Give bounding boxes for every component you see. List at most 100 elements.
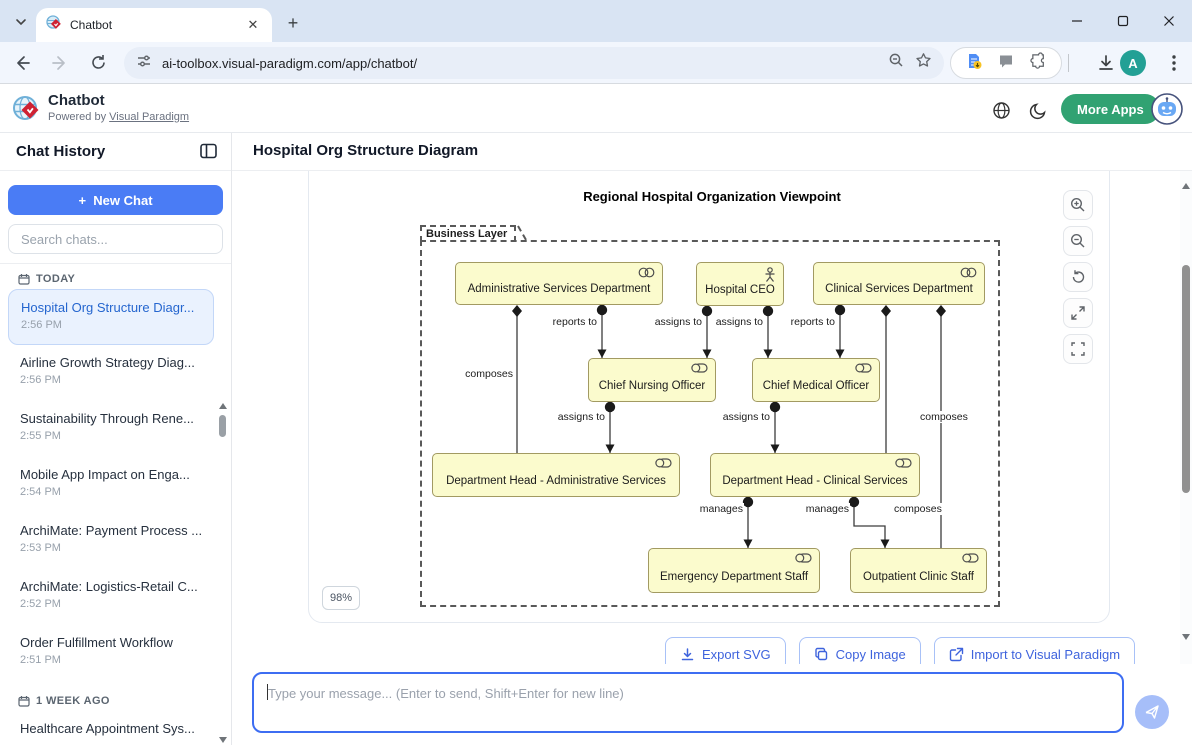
zoom-indicator-icon[interactable] [888,52,905,74]
chat-item-title: Order Fulfillment Workflow [20,635,173,650]
paper-plane-icon [1145,705,1159,719]
reset-view-button[interactable] [1063,262,1093,292]
app-header: Chatbot Powered by Visual Paradigm More … [0,85,1192,133]
conversation-content: Regional Hospital Organization Viewpoint… [232,171,1192,664]
page-scrollbar-thumb[interactable] [1182,265,1190,493]
edge-label-manages: manages [698,503,744,515]
browser-tab[interactable]: Chatbot ✕ [36,8,272,42]
chat-history-item[interactable]: Mobile App Impact on Enga...2:54 PM [8,457,214,513]
diagram-node-admin[interactable]: Administrative Services Department [455,262,663,305]
diagram-node-ceo[interactable]: Hospital CEO [696,262,784,306]
message-input[interactable] [252,672,1124,733]
role-icon [962,553,979,566]
diagram-zoom-controls [1063,190,1093,370]
profile-avatar[interactable]: A [1120,50,1146,76]
reload-button[interactable] [82,47,114,79]
sidebar-scrollbar[interactable] [218,401,228,745]
bookmark-star-icon[interactable] [915,52,932,74]
doc-extension-icon[interactable] [965,52,983,75]
import-to-visual-paradigm-button[interactable]: Import to Visual Paradigm [933,637,1136,664]
diagram-node-dh-clinical[interactable]: Department Head - Clinical Services [710,453,920,497]
business-layer-group [420,240,1000,607]
chat-history-item[interactable]: Healthcare Appointment Sys... [8,711,214,745]
more-apps-button[interactable]: More Apps [1061,94,1160,124]
powered-by: Powered by Visual Paradigm [48,111,190,123]
edge-label-composes: composes [893,503,943,515]
tab-close-icon[interactable]: ✕ [247,17,259,32]
browser-tab-bar: Chatbot ✕ + [0,0,1192,42]
page-scrollbar[interactable] [1180,171,1192,664]
edge-label-assigns-to: assigns to [721,411,771,423]
zoom-out-button[interactable] [1063,226,1093,256]
fullscreen-button[interactable] [1063,334,1093,364]
collapse-sidebar-icon[interactable] [200,143,217,164]
chat-history-item[interactable]: Hospital Org Structure Diagr...2:56 PM [8,289,214,345]
site-settings-icon[interactable] [136,53,152,74]
chat-history-item[interactable]: ArchiMate: Payment Process ...2:53 PM [8,513,214,569]
zoom-in-button[interactable] [1063,190,1093,220]
send-button[interactable] [1135,695,1169,729]
chat-history-item[interactable]: ArchiMate: Logistics-Retail C...2:52 PM [8,569,214,625]
copy-image-button[interactable]: Copy Image [798,637,921,664]
chat-item-time: 2:55 PM [20,430,61,442]
chat-section-header: TODAY [0,267,218,289]
diagram-node-outpatient[interactable]: Outpatient Clinic Staff [850,548,987,593]
tab-search-chevron-icon[interactable] [8,9,34,35]
chat-item-time: 2:56 PM [20,374,61,386]
downloads-icon[interactable] [1090,47,1122,79]
node-label: Emergency Department Staff [659,571,809,583]
diagram-node-dh-admin[interactable]: Department Head - Administrative Service… [432,453,680,497]
scroll-down-arrow[interactable] [1182,634,1190,640]
window-close-button[interactable] [1146,0,1192,42]
diagram-node-emergency[interactable]: Emergency Department Staff [648,548,820,593]
dark-mode-moon-icon[interactable] [1026,98,1050,122]
diagram-node-cno[interactable]: Chief Nursing Officer [588,358,716,402]
chat-section-header: 1 WEEK AGO [0,689,218,711]
diagram-node-clinical[interactable]: Clinical Services Department [813,262,985,305]
language-globe-icon[interactable] [989,98,1013,122]
role-icon [895,458,912,471]
diagram-title: Regional Hospital Organization Viewpoint [583,189,841,204]
chatbot-assistant-icon[interactable] [1149,91,1185,132]
fit-to-screen-button[interactable] [1063,298,1093,328]
export-svg-button[interactable]: Export SVG [665,637,786,664]
edge-label-composes: composes [464,368,514,380]
url-text[interactable]: ai-toolbox.visual-paradigm.com/app/chatb… [162,55,418,71]
scroll-up-arrow[interactable] [219,403,227,409]
collaboration-icon [960,267,977,281]
chat-history-item[interactable]: Airline Growth Strategy Diag...2:56 PM [8,345,214,401]
back-button[interactable] [6,47,38,79]
visual-paradigm-link[interactable]: Visual Paradigm [109,111,190,123]
scroll-up-arrow[interactable] [1182,183,1190,189]
role-icon [655,458,672,471]
toolbar-separator [1068,54,1069,72]
new-chat-button[interactable]: + New Chat [8,185,223,215]
edge-label-assigns-to: assigns to [556,411,606,423]
node-label: Outpatient Clinic Staff [862,571,974,583]
search-chats-input[interactable] [8,224,223,254]
edge-label-manages: manages [804,503,850,515]
window-minimize-button[interactable] [1054,0,1100,42]
chat-item-time: 2:54 PM [20,486,61,498]
collaboration-icon [638,267,655,281]
text-caret [267,684,268,700]
chat-extension-icon[interactable] [998,53,1014,74]
url-bar[interactable]: ai-toolbox.visual-paradigm.com/app/chatb… [124,47,944,79]
extensions-puzzle-icon[interactable] [1030,52,1047,74]
chat-item-title: Healthcare Appointment Sys... [20,721,195,736]
browser-toolbar: ai-toolbox.visual-paradigm.com/app/chatb… [0,42,1192,84]
scroll-down-arrow[interactable] [219,737,227,743]
chat-history-item[interactable]: Sustainability Through Rene...2:55 PM [8,401,214,457]
edge-label-composes: composes [919,411,969,423]
tab-favicon-vp-icon [46,14,62,36]
window-maximize-button[interactable] [1100,0,1146,42]
diagram-canvas[interactable]: Regional Hospital Organization Viewpoint… [417,185,1007,609]
browser-menu-kebab-icon[interactable] [1160,47,1188,79]
diagram-node-cmo[interactable]: Chief Medical Officer [752,358,880,402]
forward-button[interactable] [44,47,76,79]
node-label: Department Head - Clinical Services [722,475,908,487]
new-tab-button[interactable]: + [287,13,299,33]
sidebar-scrollbar-thumb[interactable] [219,415,226,437]
